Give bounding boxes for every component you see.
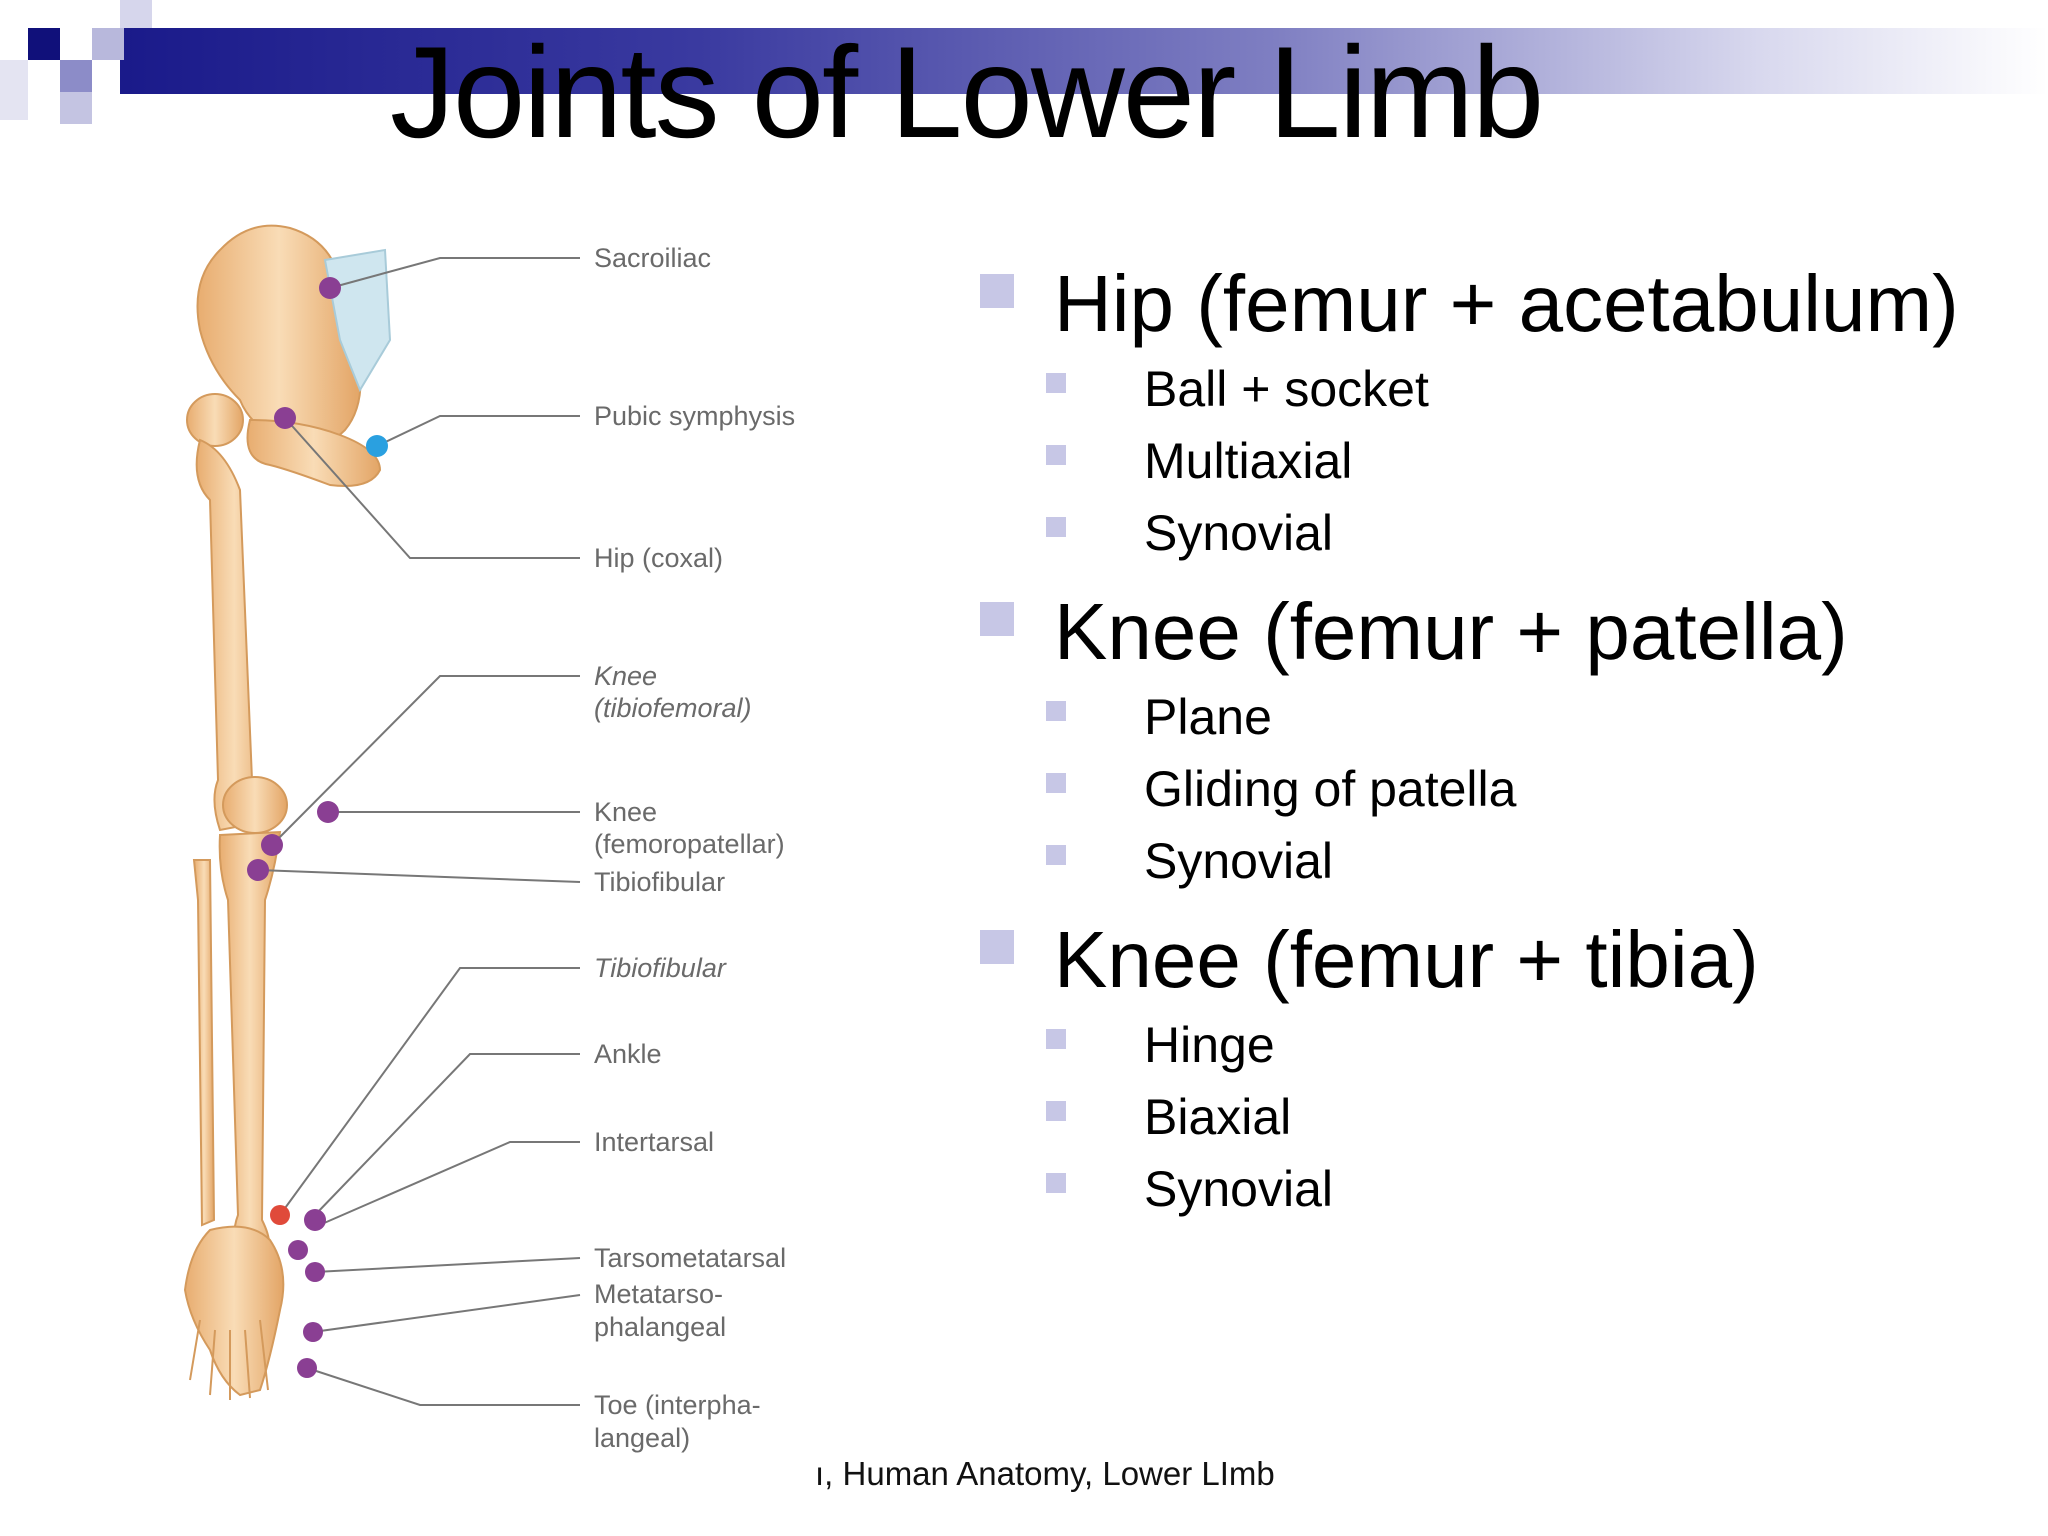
toe-bones xyxy=(189,1319,269,1400)
bullet-square-icon xyxy=(1046,701,1066,721)
sub-bullet-item: Synovial xyxy=(980,497,2020,569)
leader-line xyxy=(329,257,580,289)
decor-square xyxy=(60,60,92,92)
leader-line xyxy=(279,967,580,1216)
joint-marker xyxy=(288,1240,308,1260)
leader-line xyxy=(312,1294,581,1333)
bullet-group-knee-patella: Knee (femur + patella) Plane Gliding of … xyxy=(980,583,2020,897)
patella-bone xyxy=(222,776,288,834)
callout-tarsometatarsal: Tarsometatarsal xyxy=(594,1243,786,1273)
bullet-square-icon xyxy=(1046,1173,1066,1193)
bullet-square-icon xyxy=(1046,773,1066,793)
sub-bullet-item: Plane xyxy=(980,681,2020,753)
decor-square xyxy=(0,60,28,120)
joint-marker xyxy=(247,859,269,881)
callout-labels: Sacroiliac Pubic symphysis Hip (coxal) K… xyxy=(594,243,795,1453)
slide-title: Joints of Lower Limb xyxy=(390,19,1544,165)
joint-markers xyxy=(247,277,388,1378)
sub-bullet-item: Synovial xyxy=(980,1153,2020,1225)
joint-marker xyxy=(304,1209,326,1231)
leader-line xyxy=(314,1053,580,1216)
joint-marker xyxy=(297,1358,317,1378)
leader-line xyxy=(314,1141,580,1228)
joint-marker xyxy=(366,435,388,457)
callout-pubic-symphysis: Pubic symphysis xyxy=(594,401,795,431)
bullet-square-icon xyxy=(1046,517,1066,537)
callout-knee-femoropatellar: Knee (femoropatellar) xyxy=(594,797,785,859)
leader-line xyxy=(284,417,580,559)
bullet-square-icon xyxy=(1046,1029,1066,1049)
fibula-bone xyxy=(192,859,216,1227)
callout-intertarsal: Intertarsal xyxy=(594,1127,714,1157)
bullet-item: Knee (femur + patella) xyxy=(980,583,2020,681)
bullet-list: Hip (femur + acetabulum) Ball + socket M… xyxy=(980,255,2020,1239)
bullet-square-icon xyxy=(980,274,1014,308)
decor-square xyxy=(120,0,152,28)
decor-square xyxy=(92,28,124,60)
lower-limb-illustration: Sacroiliac Pubic symphysis Hip (coxal) K… xyxy=(183,224,795,1453)
sub-bullet-item: Gliding of patella xyxy=(980,753,2020,825)
slide-footer: ı, Human Anatomy, Lower LImb xyxy=(815,1455,1275,1492)
joint-marker xyxy=(317,801,339,823)
sub-bullet-item: Multiaxial xyxy=(980,425,2020,497)
callout-sacroiliac: Sacroiliac xyxy=(594,243,711,273)
bullet-square-icon xyxy=(980,602,1014,636)
joint-marker xyxy=(274,407,296,429)
sub-bullet-item: Biaxial xyxy=(980,1081,2020,1153)
callout-tibiofibular-proximal: Tibiofibular xyxy=(594,867,725,897)
sub-bullet-item: Ball + socket xyxy=(980,353,2020,425)
bullet-item: Knee (femur + tibia) xyxy=(980,911,2020,1009)
foot-bones xyxy=(183,1225,285,1397)
bullet-square-icon xyxy=(980,930,1014,964)
leader-line xyxy=(271,675,580,846)
leader-lines xyxy=(257,257,581,1406)
bullet-group-hip: Hip (femur + acetabulum) Ball + socket M… xyxy=(980,255,2020,569)
callout-hip-coxal: Hip (coxal) xyxy=(594,543,723,573)
decor-square xyxy=(60,92,92,124)
callout-metatarsophalangeal: Metatarso- phalangeal xyxy=(594,1279,731,1342)
bones xyxy=(183,224,392,1400)
callout-knee-tibiofemoral: Knee (tibiofemoral) xyxy=(594,661,752,723)
pubis-bone xyxy=(246,418,382,487)
callout-ankle: Ankle xyxy=(594,1039,662,1069)
joint-marker xyxy=(261,834,283,856)
bullet-square-icon xyxy=(1046,445,1066,465)
joint-marker xyxy=(270,1205,290,1225)
header-band xyxy=(120,28,2048,94)
femur-head xyxy=(186,393,244,447)
sub-bullet-item: Hinge xyxy=(980,1009,2020,1081)
joint-marker xyxy=(303,1322,323,1342)
callout-toe-interphalangeal: Toe (interpha- langeal) xyxy=(594,1390,768,1453)
leader-line xyxy=(257,869,581,883)
bullet-square-icon xyxy=(1046,845,1066,865)
leader-line xyxy=(376,415,580,447)
tibia-bone xyxy=(218,830,282,1257)
leader-line xyxy=(306,1367,580,1406)
joint-marker xyxy=(319,277,341,299)
leader-line xyxy=(314,1257,581,1273)
bullet-square-icon xyxy=(1046,1101,1066,1121)
callout-tibiofibular-distal: Tibiofibular xyxy=(594,953,727,983)
sub-bullet-item: Synovial xyxy=(980,825,2020,897)
femur-bone xyxy=(195,438,274,832)
joint-marker xyxy=(305,1262,325,1282)
decor-square xyxy=(28,28,60,60)
bullet-square-icon xyxy=(1046,373,1066,393)
bullet-group-knee-tibia: Knee (femur + tibia) Hinge Biaxial Synov… xyxy=(980,911,2020,1225)
bullet-item: Hip (femur + acetabulum) xyxy=(980,255,2020,353)
